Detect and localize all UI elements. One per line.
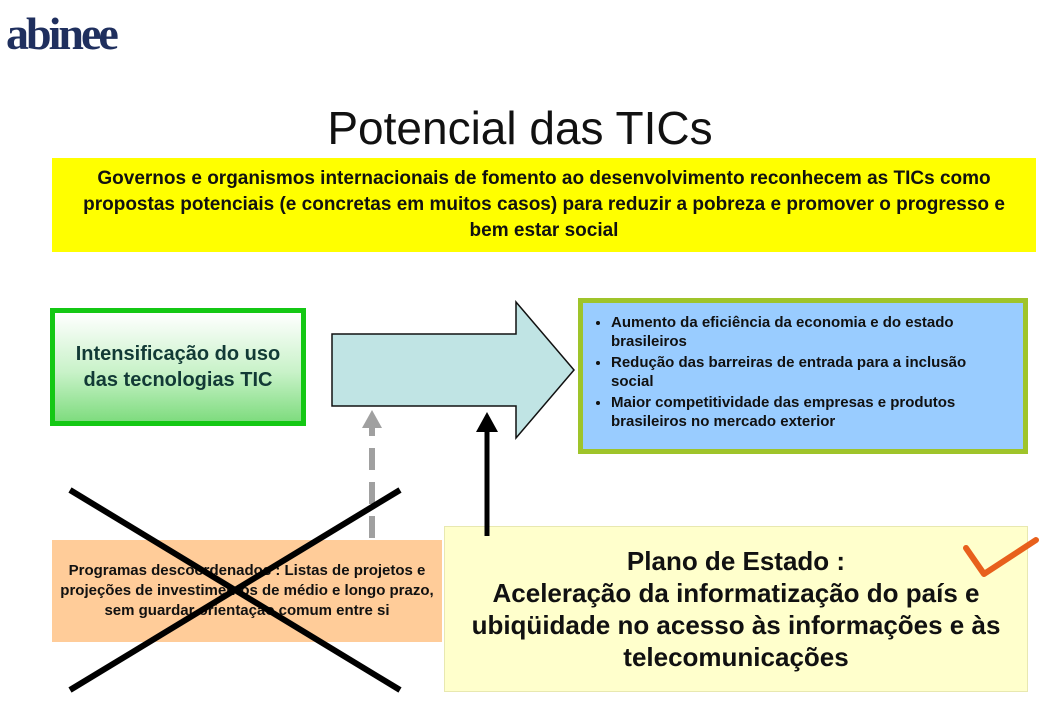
abinee-logo: abinee [6,8,119,59]
state-plan-box: Plano de Estado : Aceleração da informat… [444,526,1028,692]
results-box: Aumento da eficiência da economia e do e… [578,298,1028,454]
context-box: Governos e organismos internacionais de … [52,158,1036,252]
result-item-inclusion: Redução das barreiras de entrada para a … [611,353,1011,391]
context-text: Governos e organismos internacionais de … [83,168,1005,241]
result-item-competitiveness: Maior competitividade das empresas e pro… [611,393,1011,431]
uncoordinated-programs-text: Programas descoordenados : Listas de pro… [60,562,434,619]
page-title: Potencial das TICs [327,102,713,154]
state-plan-title: Plano de Estado : [626,546,846,576]
intensification-box: Intensificação do uso das tecnologias TI… [50,308,306,426]
intensification-text: Intensificação do uso das tecnologias TI… [75,343,281,391]
results-list: Aumento da eficiência da economia e do e… [591,313,1011,431]
state-plan-text: Aceleração da informatização do país e u… [471,578,1001,672]
result-item-efficiency: Aumento da eficiência da economia e do e… [611,313,1011,351]
big-right-arrow [331,300,575,440]
uncoordinated-programs-box: Programas descoordenados : Listas de pro… [52,540,442,642]
big-right-arrow-shape [331,300,575,440]
